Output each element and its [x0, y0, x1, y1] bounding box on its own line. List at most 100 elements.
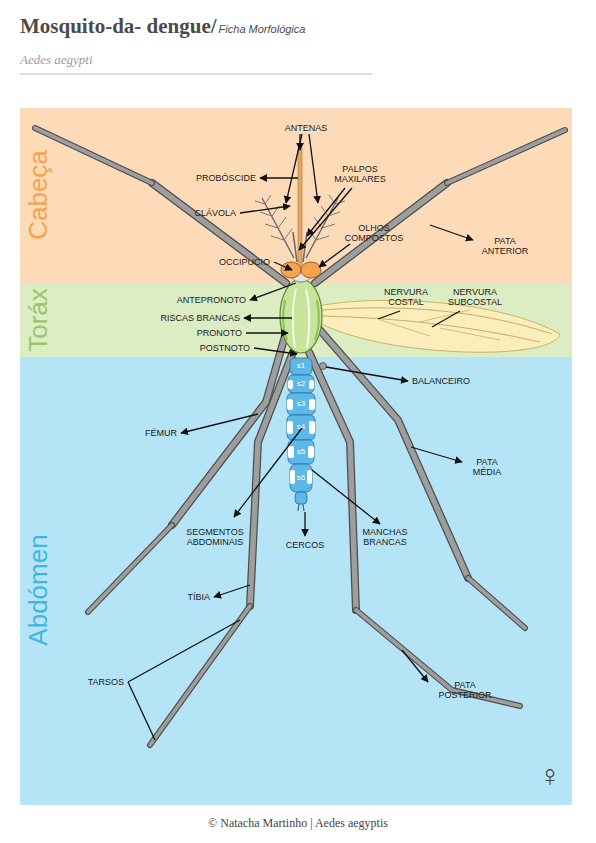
part-label: BALANCEIRO: [412, 376, 470, 386]
part-label: OCCIPUCIO: [219, 257, 270, 267]
part-label: PATA MÉDIA: [462, 457, 512, 478]
part-label: CERCOS: [286, 540, 325, 550]
leader-lines: [128, 682, 155, 740]
caption: © Natacha Martinho | Aedes aegyptis: [0, 816, 596, 831]
abdomen-drawing: [288, 375, 314, 393]
wing-drawing: [380, 320, 430, 336]
leader-lines: [304, 512, 305, 536]
thorax-drawing: [306, 289, 309, 348]
wing-drawing: [322, 308, 552, 334]
leader-lines: [307, 188, 345, 236]
part-label: PALPOS MAXILARES: [325, 164, 395, 185]
leader-lines: [254, 348, 297, 354]
wing-drawing: [318, 300, 560, 352]
abdomen-drawing: [287, 421, 293, 434]
leader-lines: [246, 332, 288, 333]
part-label: RISCAS BRANCAS: [160, 313, 240, 323]
abdomen-drawing: [309, 399, 315, 410]
region-name: Abdómen: [23, 534, 54, 645]
abdomen-drawing: [295, 492, 307, 504]
leader-lines: [244, 317, 292, 318]
diagram-title: Mosquito-da- dengue/: [20, 14, 217, 39]
abdomen-drawing: [287, 358, 315, 511]
abdomen-drawing: [309, 380, 314, 389]
leader-lines: [430, 225, 473, 240]
abdomen-drawing: [307, 470, 312, 484]
part-label: PATA ANTERIOR: [475, 236, 535, 257]
thorax-drawing: [320, 363, 327, 370]
part-label: ♀: [539, 759, 562, 794]
leg-drawing: [35, 128, 565, 745]
thorax-drawing: [280, 279, 327, 370]
thorax-drawing: [315, 300, 319, 340]
abdomen-drawing: [290, 358, 312, 375]
leg-drawing: [35, 128, 565, 745]
leader-lines: [411, 447, 462, 462]
part-label: NERVURA SUBCOSTAL: [440, 287, 510, 308]
abdomen-drawing: [308, 446, 314, 458]
leader-lines: [128, 134, 473, 740]
leader-lines: [378, 311, 400, 319]
leader-lines: [402, 650, 428, 682]
head-drawing: [293, 232, 307, 262]
part-label: ANTEPRONOTO: [177, 295, 246, 305]
leader-lines: [274, 262, 292, 270]
header-row: Mosquito-da- dengue/Ficha Morfológica: [20, 14, 305, 39]
segment-number: s2: [297, 379, 305, 388]
leader-lines: [240, 206, 290, 213]
segment-number: s3: [297, 399, 305, 408]
abdomen-drawing: [287, 399, 293, 410]
head-drawing: [301, 262, 321, 278]
wing-drawing: [318, 300, 560, 352]
leader-lines: [326, 367, 408, 381]
leader-lines: [260, 177, 298, 178]
part-label: MANCHAS BRANCAS: [350, 527, 420, 548]
segment-number: s1: [297, 361, 305, 370]
abdomen-drawing: [290, 464, 312, 492]
leader-lines: [432, 311, 460, 327]
abdomen-drawing: [290, 470, 295, 484]
leader-lines: [299, 188, 352, 250]
leader-lines: [128, 620, 240, 682]
header-rule: [20, 74, 372, 75]
leg-drawing: [35, 128, 565, 745]
wing-drawing: [440, 328, 500, 340]
abdomen-drawing: [288, 380, 293, 389]
abdomen-drawing: [288, 446, 294, 458]
leg-drawing: [152, 183, 468, 610]
part-label: PROBÓSCIDE: [196, 173, 256, 183]
part-label: OLHOS COMPOSTOS: [339, 223, 409, 244]
leader-lines: [250, 283, 296, 300]
part-label: ANTENAS: [285, 123, 328, 133]
leader-lines: [234, 428, 302, 517]
part-label: NERVURA COSTAL: [376, 287, 436, 308]
region-name: Toráx: [23, 288, 54, 352]
abdomen-drawing: [287, 415, 315, 440]
leg-drawing: [152, 183, 468, 610]
wing-drawing: [322, 316, 540, 342]
thorax-drawing: [280, 279, 322, 353]
leader-lines: [181, 414, 258, 433]
thorax-drawing: [283, 300, 287, 340]
part-label: TARSOS: [88, 677, 124, 687]
abdomen-drawing: [288, 440, 314, 464]
part-label: TÍBIA: [187, 592, 210, 602]
part-label: CLÁVOLA: [194, 208, 236, 218]
leader-lines: [309, 134, 318, 203]
part-label: Ficha Morfológica: [219, 23, 306, 35]
leader-lines: [286, 134, 302, 203]
leader-lines: [312, 470, 380, 524]
abdomen-drawing: [298, 504, 304, 511]
part-label: Aedes aegypti: [20, 53, 93, 68]
leader-lines: [319, 244, 350, 267]
part-label: FÉMUR: [145, 428, 177, 438]
part-label: PATA POSTERIOR: [430, 680, 500, 701]
part-label: PRONOTO: [197, 328, 242, 338]
abdomen-drawing: [309, 421, 315, 434]
part-label: POSTNOTO: [200, 343, 250, 353]
region-name: Cabeça: [23, 150, 54, 240]
thorax-drawing: [293, 289, 296, 348]
segment-number: s5: [297, 447, 305, 456]
